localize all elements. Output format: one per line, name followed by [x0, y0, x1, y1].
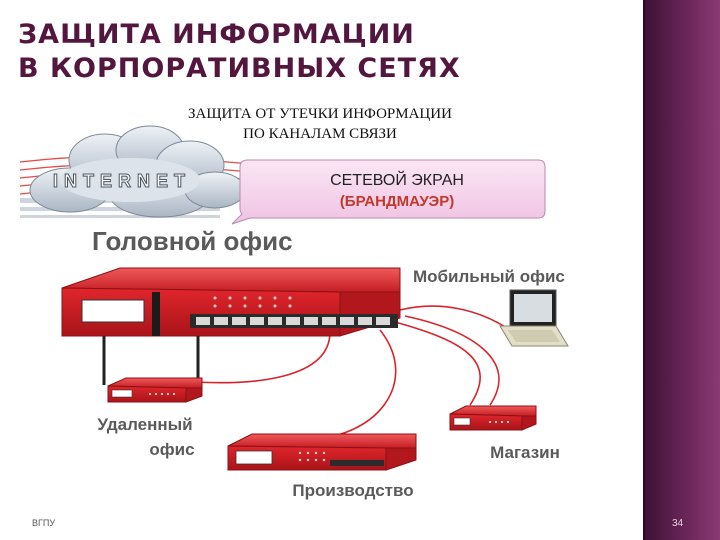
footer-institution: ВГПУ — [32, 518, 56, 528]
head-office-firewall-device — [61, 267, 401, 337]
head-office-label: Головной офис — [92, 226, 293, 256]
shop-router-device — [449, 405, 537, 431]
network-diagram: INTERNET СЕТЕВОЙ ЭКРАН (БРАНДМАУЭР) Голо… — [19, 125, 569, 500]
remote-office-label-line2: офис — [149, 440, 194, 459]
internet-cloud-icon — [29, 125, 246, 218]
callout-title: СЕТЕВОЙ ЭКРАН — [330, 170, 464, 189]
slide-title: ЗАЩИТА ИНФОРМАЦИИ В КОРПОРАТИВНЫХ СЕТЯХ — [18, 19, 461, 84]
remote-office-router-device — [102, 336, 203, 403]
laptop-icon — [499, 289, 569, 347]
firewall-callout — [231, 159, 546, 225]
production-label: Производство — [292, 481, 413, 500]
mobile-office-label: Мобильный офис — [413, 267, 565, 286]
production-firewall-device — [227, 433, 417, 471]
internet-label: INTERNET — [53, 171, 191, 191]
callout-subtitle: (БРАНДМАУЭР) — [340, 193, 454, 210]
shop-label: Магазин — [490, 443, 560, 462]
slide-subtitle: ЗАЩИТА ОТ УТЕЧКИ ИНФОРМАЦИИ ПО КАНАЛАМ С… — [188, 106, 452, 142]
page-number: 34 — [672, 518, 684, 529]
remote-office-label-line1: Удаленный — [97, 415, 192, 434]
right-accent-band — [643, 0, 720, 540]
